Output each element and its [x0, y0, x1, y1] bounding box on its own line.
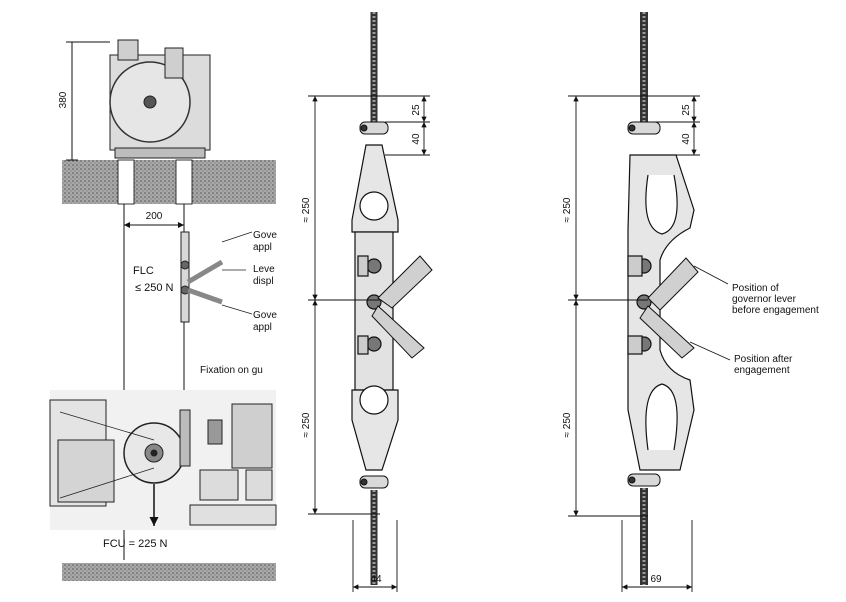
rope-clamp-top [359, 121, 389, 135]
dim-25-narrow: 25 [411, 104, 422, 116]
rope-tensioner-wide: Position of governor lever before engage… [562, 12, 819, 592]
rope-clamp-bottom-wide [627, 473, 661, 487]
gov-apply-top-2: appl [253, 242, 272, 253]
dim-69: 69 [650, 574, 662, 585]
flc-label-1: FLC [133, 265, 154, 277]
rope-clamp-top-wide [627, 121, 661, 135]
lever-label-2: displ [253, 276, 274, 287]
governor-lever-wide [639, 257, 699, 359]
dim-label-380: 380 [58, 91, 69, 108]
dim-40-narrow: 40 [411, 133, 422, 145]
gov-apply-bot-2: appl [253, 322, 272, 333]
dim-250-upper-wide: ≈ 250 [562, 197, 573, 222]
lever-label-1: Leve [253, 264, 275, 275]
tensioner-body-wide [627, 154, 695, 471]
dim-250-upper-narrow: ≈ 250 [301, 197, 312, 222]
dim-44: 44 [370, 574, 382, 585]
dim-250-lower-wide: ≈ 250 [562, 412, 573, 437]
dimension-380 [66, 41, 110, 161]
rope-tensioner-narrow: 25 40 ≈ 250 ≈ 250 44 [301, 12, 433, 592]
flc-label-2: ≤ 250 N [135, 282, 174, 294]
callout-before-3: before engagement [732, 305, 819, 316]
governor-machine-top [109, 39, 211, 159]
tensioner-body-narrow [351, 144, 399, 471]
callout-lines-wide [689, 265, 731, 361]
dim-40-wide: 40 [681, 133, 692, 145]
fixation-label: Fixation on gu [200, 365, 263, 376]
dim-250-lower-narrow: ≈ 250 [301, 412, 312, 437]
callout-before-1: Position of [732, 283, 779, 294]
fcu-label: FCU = 225 N [103, 538, 168, 550]
gov-apply-bot-1: Gove [253, 310, 277, 321]
callout-after-1: Position after [734, 354, 793, 365]
rope-clamp-bottom [359, 475, 389, 489]
floor-slab-bottom [62, 563, 276, 581]
callout-before-2: governor lever [732, 294, 797, 305]
governor-lever-narrow [371, 255, 433, 359]
dim-label-200: 200 [146, 211, 163, 222]
callout-after-2: engagement [734, 365, 790, 376]
dims-narrow [308, 95, 430, 592]
rope-tensioner-small [180, 231, 253, 323]
governor-installation-drawing: 380 200 FLC ≤ 250 N Gove appl Leve displ… [49, 39, 277, 581]
dims-wide [568, 95, 700, 592]
floor-slab-top [62, 160, 276, 204]
tension-pulley-assembly [49, 390, 277, 530]
dim-25-wide: 25 [681, 104, 692, 116]
gov-apply-top-1: Gove [253, 230, 277, 241]
